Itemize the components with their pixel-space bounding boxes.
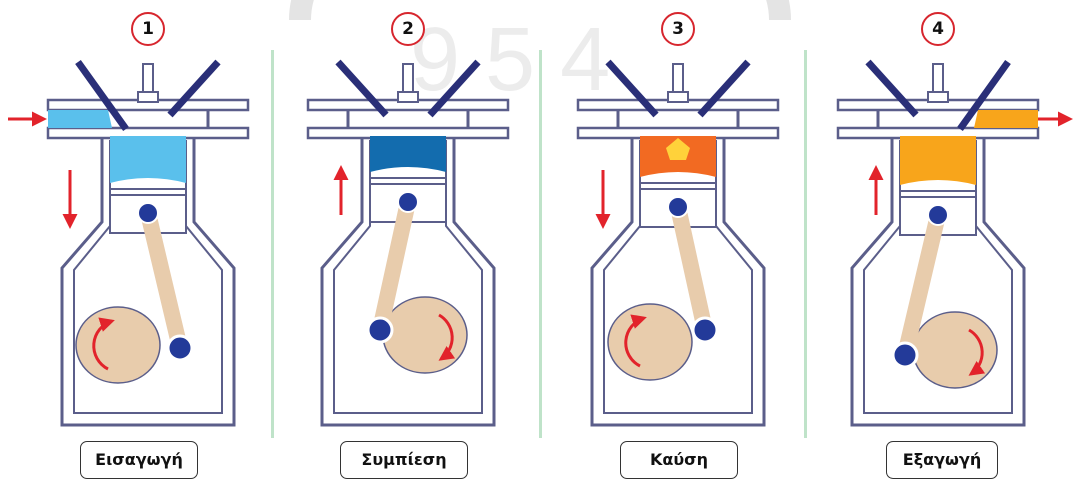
wrist-pin bbox=[668, 197, 688, 217]
wrist-pin bbox=[928, 205, 948, 225]
engine-stroke-4 bbox=[838, 62, 1070, 425]
wrist-pin bbox=[138, 203, 158, 223]
spark-plug-base bbox=[668, 92, 688, 102]
spark-plug bbox=[143, 64, 153, 94]
crank-pin bbox=[168, 336, 192, 360]
stroke-number-badge-3: 3 bbox=[661, 12, 695, 46]
crank-pin bbox=[893, 343, 917, 367]
crank-pin bbox=[693, 318, 717, 342]
stroke-label-exhaust: Εξαγωγή bbox=[886, 441, 998, 479]
stroke-number-badge-1: 1 bbox=[131, 12, 165, 46]
wrist-pin bbox=[398, 192, 418, 212]
crank-counterweight bbox=[76, 307, 160, 383]
spark-plug bbox=[673, 64, 683, 94]
engine-stroke-2 bbox=[308, 62, 508, 425]
stroke-label-compression: Συμπίεση bbox=[340, 441, 468, 479]
spark-plug-base bbox=[138, 92, 158, 102]
combustion-chamber bbox=[370, 136, 446, 172]
stroke-number-badge-2: 2 bbox=[391, 12, 425, 46]
spark-plug bbox=[933, 64, 943, 94]
spark-plug bbox=[403, 64, 413, 94]
engine-stroke-3 bbox=[578, 62, 778, 425]
crank-counterweight bbox=[383, 297, 467, 373]
stroke-number-badge-4: 4 bbox=[921, 12, 955, 46]
crank-pin bbox=[368, 318, 392, 342]
crank-counterweight bbox=[608, 304, 692, 380]
intake-port bbox=[48, 110, 112, 128]
engine-stroke-1 bbox=[8, 62, 248, 425]
spark-plug-base bbox=[398, 92, 418, 102]
combustion-chamber bbox=[900, 136, 976, 185]
combustion-chamber bbox=[110, 136, 186, 183]
stroke-label-combustion: Καύση bbox=[620, 441, 738, 479]
spark-plug-base bbox=[928, 92, 948, 102]
stroke-label-intake: Εισαγωγή bbox=[80, 441, 198, 479]
exhaust-port bbox=[974, 110, 1038, 128]
crank-counterweight bbox=[913, 312, 997, 388]
